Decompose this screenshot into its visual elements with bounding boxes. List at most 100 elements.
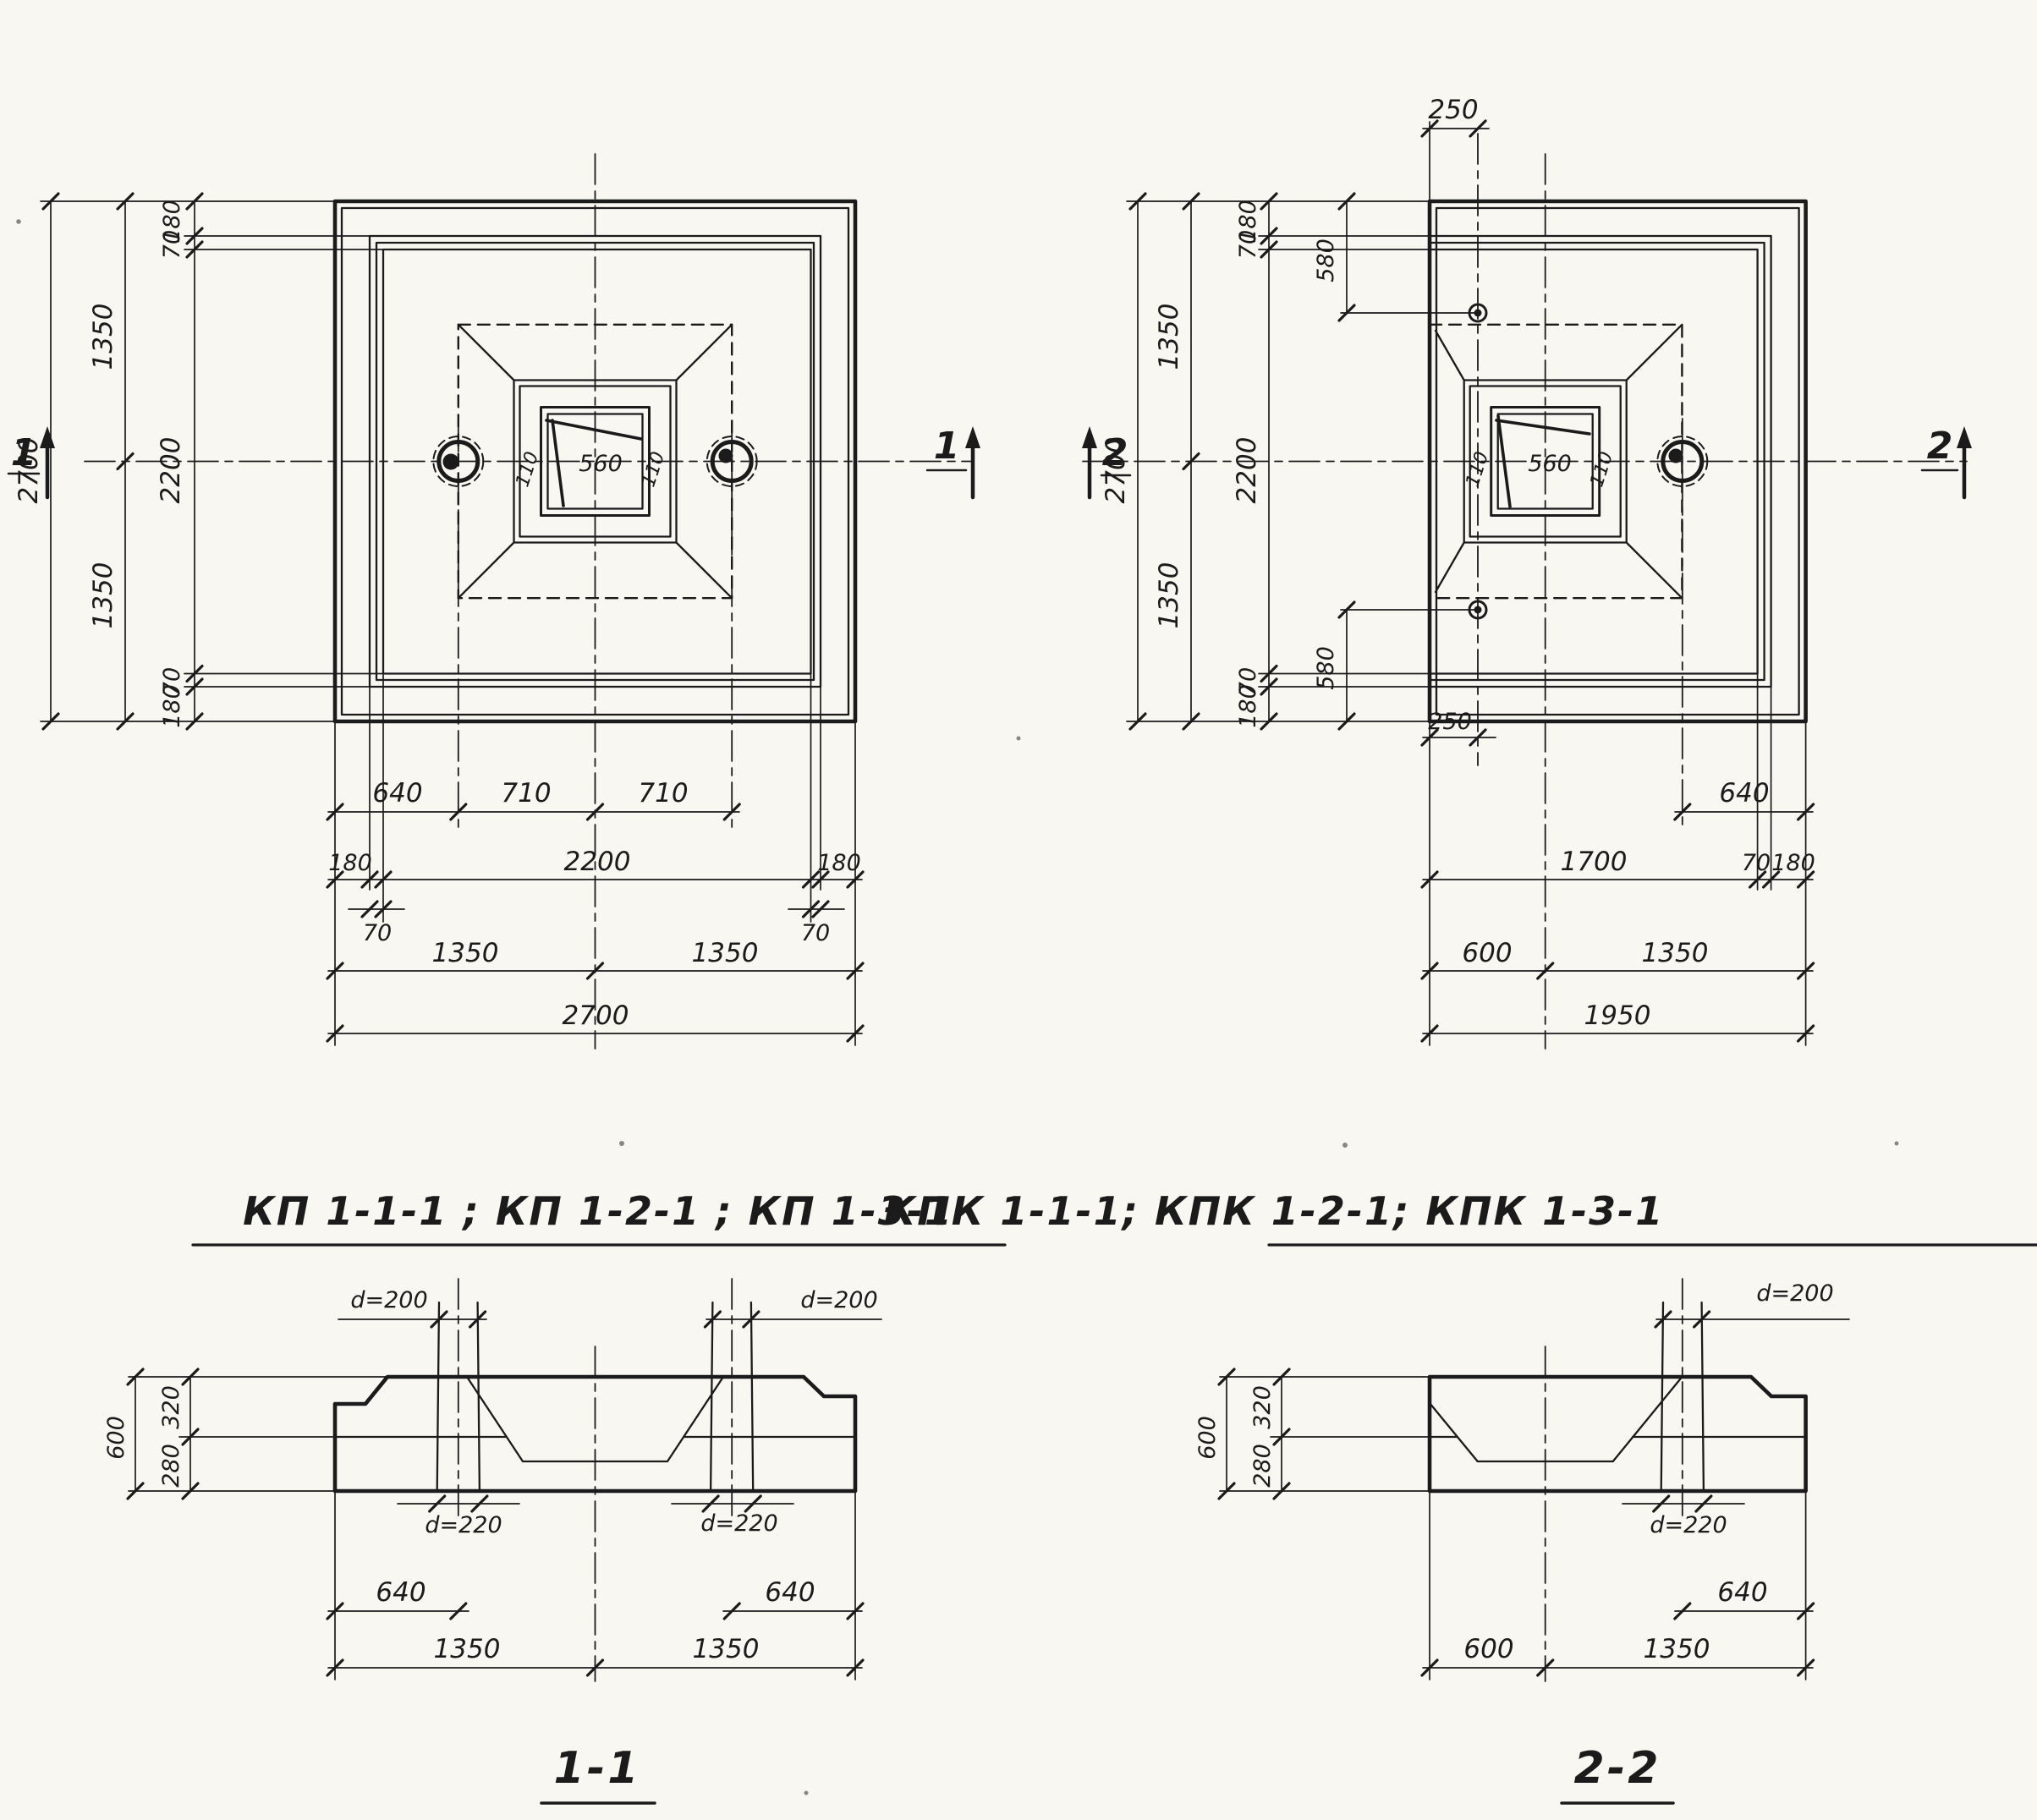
plan-kpk-walls (1428, 206, 1800, 716)
dim-label-plan-left: 110 (512, 449, 543, 490)
dim-label-plan-right: 560 (1528, 451, 1572, 477)
dim-label-plan-right: 180 (1235, 200, 1261, 244)
section-1-1-centerlines (457, 1278, 733, 1682)
section-1-1: 1-1 (128, 1278, 882, 1805)
dim-label-plan-right: 1950 (1584, 1000, 1651, 1031)
dim-label-plan-right: 1350 (1154, 562, 1184, 629)
section-1-1-title: 1-1 (554, 1743, 641, 1794)
plan-kp-outer-edge (332, 199, 858, 724)
dim-label-plan-left: 70 (159, 230, 185, 259)
dim-label-plan-left: 2700 (563, 1000, 629, 1031)
dim-label-plan-right: 640 (1719, 778, 1769, 809)
kpk-lift-hole-hidden-icon (1656, 436, 1709, 487)
kpk-lift-hole-icon (1661, 440, 1705, 483)
scan-artifacts (16, 219, 1899, 1795)
plan-kpk-socket-560 (1490, 406, 1601, 517)
dim-label-plan-right: 600 (1462, 938, 1512, 968)
dim-label-plan-left: 1350 (692, 938, 759, 968)
dim-label-plan-right: 180 (1235, 684, 1261, 728)
dim-label-section-2-2: 640 (1717, 1577, 1767, 1608)
dim-label-section-1-1: 640 (765, 1577, 815, 1608)
mark-titles: КП 1-1-1 ; КП 1-2-1 ; КП 1-3-1 КПК 1-1-1… (191, 1188, 2037, 1247)
section-cut-marker-2-right (1920, 426, 1972, 500)
dim-label-section-2-2: 280 (1249, 1444, 1276, 1488)
dim-label-plan-right: 70 (1235, 230, 1261, 259)
plan-kpk (1082, 121, 1972, 1050)
dim-label-section-1-1: 1350 (693, 1634, 760, 1664)
dim-label-section-1-1: d=200 (350, 1287, 427, 1313)
arrow-up-icon (1957, 426, 1972, 448)
dim-label-plan-right: 70 (1235, 667, 1261, 696)
kpk-lift-hole-ink-blob (1668, 448, 1683, 463)
kpk-small-hole-top-center (1474, 309, 1482, 317)
plan-kpk-centerlines (1082, 133, 1968, 1050)
section-2-2-socket-and-pipe (1428, 1301, 1807, 1493)
lift-hole-right-icon (710, 440, 754, 483)
scan-dot (16, 219, 21, 224)
scan-dot (619, 1141, 624, 1146)
dim-label-plan-left: 640 (372, 778, 422, 809)
plan-kp-extension-and-dim-lines (40, 200, 863, 1046)
dim-label-plan-left: 70 (363, 920, 392, 946)
dim-label-plan-right: 70 (1742, 850, 1771, 876)
dim-label-plan-right: 250 (1428, 95, 1478, 125)
dim-label-plan-right: 1350 (1642, 938, 1709, 968)
scan-dot (1894, 1141, 1899, 1146)
dim-label-section-2-2: 320 (1249, 1385, 1276, 1429)
lift-hole-left-icon (436, 440, 480, 483)
kpk-small-hole-top-icon (1468, 303, 1488, 323)
dim-label-plan-left: 180 (817, 850, 861, 876)
section-1-1-socket-and-pipes (333, 1301, 857, 1493)
arrow-up-icon (40, 426, 55, 448)
dim-label-section-2-2: 600 (1463, 1634, 1513, 1664)
dim-label-plan-left: 1 (11, 431, 37, 474)
section-1-1-extension-and-dim-lines (128, 1318, 882, 1680)
plan-left-title: КП 1-1-1 ; КП 1-2-1 ; КП 1-3-1 (243, 1188, 953, 1234)
plan-kpk-extension-and-dim-lines (1126, 121, 1814, 1046)
dim-label-plan-right: 110 (1462, 449, 1493, 490)
plan-kpk-pencil-mark (1495, 414, 1591, 508)
kpk-small-hole-bottom-center (1474, 606, 1482, 614)
dimension-ticks (41, 119, 1815, 1677)
lift-hole-left-ink-blob (442, 453, 459, 470)
lift-hole-right-ink-blob (718, 448, 733, 463)
arrow-up-icon (965, 426, 980, 448)
dim-label-plan-right: 2 (1102, 431, 1128, 474)
scan-dot (1342, 1143, 1348, 1148)
dim-label-section-2-2: d=220 (1650, 1512, 1727, 1538)
lift-hole-left-hidden-icon (432, 436, 485, 487)
dim-label-plan-right: 580 (1313, 238, 1339, 282)
dim-label-section-1-1: 1350 (434, 1634, 501, 1664)
dim-label-section-1-1: d=220 (700, 1510, 777, 1537)
dim-label-plan-left: 710 (638, 778, 688, 809)
dim-label-plan-right: 180 (1771, 850, 1815, 876)
dim-label-plan-right: 1700 (1561, 847, 1628, 877)
dim-label-plan-right: 2 (1927, 425, 1953, 468)
section-cut-marker-1-right (925, 426, 980, 500)
section-cut-marker-2-left (1082, 426, 1132, 500)
dim-label-plan-left: 180 (328, 850, 372, 876)
section-2-2: 2-2 (1219, 1278, 1850, 1805)
plan-kp-socket-560 (540, 406, 651, 517)
dim-label-section-2-2: d=200 (1756, 1280, 1833, 1307)
dim-label-section-2-2: 600 (1194, 1416, 1221, 1460)
plan-kpk-hidden-pyramid-base (1428, 323, 1683, 600)
dim-label-plan-right: 580 (1313, 646, 1339, 690)
dim-label-plan-right: 2700 (1101, 437, 1131, 504)
dim-label-plan-left: 2200 (156, 437, 186, 504)
dim-label-plan-left: 710 (501, 778, 551, 809)
section-1-1-outline (332, 1374, 858, 1494)
plan-kpk-outer-edge (1427, 199, 1808, 724)
dim-label-section-1-1: 280 (158, 1444, 184, 1488)
dim-label-section-1-1: d=200 (800, 1287, 877, 1313)
lift-hole-right-hidden-icon (706, 436, 758, 487)
plan-kp-hidden-pyramid-base (457, 323, 733, 600)
plan-right-title: КПК 1-1-1; КПК 1-2-1; КПК 1-3-1 (884, 1188, 1665, 1234)
dim-label-plan-left: 180 (159, 200, 185, 244)
dim-label-plan-left: 70 (159, 667, 185, 696)
plan-kp (7, 153, 980, 1050)
dim-label-plan-left: 1350 (88, 562, 118, 629)
dim-label-section-1-1: 600 (103, 1416, 129, 1460)
